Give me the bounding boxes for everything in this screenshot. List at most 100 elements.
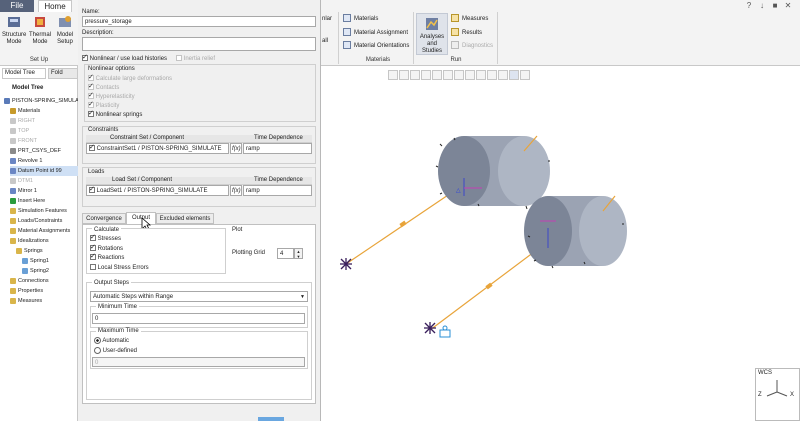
datum-csys-1[interactable]: △ bbox=[456, 178, 482, 196]
tree-item[interactable]: Measures bbox=[10, 296, 84, 306]
constraint-set-check-icon[interactable] bbox=[89, 144, 95, 153]
tab-output[interactable]: Output bbox=[126, 212, 156, 224]
inertia-relief-checkbox[interactable]: Inertia relief bbox=[176, 55, 215, 64]
tree-item[interactable]: Datum Point id 99 bbox=[10, 166, 84, 176]
constraint-symbol-2[interactable] bbox=[424, 322, 436, 334]
folder-tab[interactable]: Fold bbox=[48, 68, 78, 79]
setup-group-label[interactable]: Set Up bbox=[29, 57, 49, 63]
load-set-check-icon[interactable] bbox=[89, 186, 95, 195]
ok-button[interactable] bbox=[258, 417, 284, 421]
view-manager-icon[interactable] bbox=[454, 70, 464, 80]
tree-item[interactable]: Connections bbox=[10, 276, 84, 286]
model-setup-button[interactable]: Model Setup bbox=[54, 14, 76, 52]
tree-item[interactable]: FRONT bbox=[10, 136, 84, 146]
material-assignment-button[interactable]: Material Assignment bbox=[343, 28, 408, 39]
piston-cylinder-1[interactable] bbox=[438, 135, 550, 206]
nonlinear-option[interactable]: Calculate large deformations bbox=[88, 73, 172, 84]
tree-item[interactable]: Material Assignments bbox=[10, 226, 84, 236]
thermal-mode-button[interactable]: Thermal Mode bbox=[28, 14, 52, 52]
diagnostics-button[interactable]: Diagnostics bbox=[451, 41, 493, 52]
nonlinear-option[interactable]: Nonlinear springs bbox=[88, 109, 142, 120]
tree-item[interactable]: Spring2 bbox=[22, 266, 96, 276]
ribbon-separator bbox=[497, 12, 498, 64]
tree-item[interactable]: Loads/Constraints bbox=[10, 216, 84, 226]
radio-user-defined[interactable]: User-defined bbox=[94, 347, 137, 356]
piston-cylinder-2[interactable] bbox=[524, 195, 627, 266]
model-3d-view[interactable]: △ bbox=[322, 66, 800, 421]
plotting-grid-input[interactable]: 4 bbox=[277, 248, 294, 259]
tree-item[interactable]: Insert Here bbox=[10, 196, 84, 206]
tree-item[interactable]: TOP bbox=[10, 126, 84, 136]
results-button[interactable]: Results bbox=[451, 28, 482, 39]
nonlinear-checkbox[interactable]: Nonlinear / use load histories bbox=[82, 53, 167, 64]
annotation-display-icon[interactable] bbox=[487, 70, 497, 80]
tree-item[interactable]: Idealizations bbox=[10, 236, 84, 246]
datum-display-icon[interactable] bbox=[476, 70, 486, 80]
nonlinear-option[interactable]: Contacts bbox=[88, 82, 119, 93]
tree-item[interactable]: RIGHT bbox=[10, 116, 84, 126]
nonlinear-option[interactable]: Plasticity bbox=[88, 100, 120, 111]
tree-item[interactable]: Spring1 bbox=[22, 256, 96, 266]
max-time-input[interactable]: 0 bbox=[92, 357, 305, 367]
calculate-title: Calculate bbox=[92, 227, 122, 233]
repaint-icon[interactable] bbox=[421, 70, 431, 80]
load-symbol[interactable] bbox=[439, 325, 451, 338]
tree-item[interactable]: Springs bbox=[16, 246, 90, 256]
tree-item[interactable]: DTM1 bbox=[10, 176, 84, 186]
restore-icon[interactable]: ■ bbox=[772, 1, 778, 10]
calculate-option[interactable]: Local Stress Errors bbox=[90, 263, 149, 273]
materials-button[interactable]: Materials bbox=[343, 14, 378, 25]
measures-button[interactable]: Measures bbox=[451, 14, 488, 25]
calculate-option[interactable]: Stresses bbox=[90, 233, 121, 244]
hidden-item-2[interactable]: all bbox=[322, 38, 329, 44]
hidden-item-1[interactable]: nlar bbox=[322, 16, 333, 22]
plotting-grid-stepper[interactable]: ▲▼ bbox=[294, 248, 303, 259]
tree-item[interactable]: Properties bbox=[10, 286, 84, 296]
description-input[interactable] bbox=[82, 37, 316, 51]
load-fx-button[interactable]: f(x) bbox=[230, 185, 242, 196]
zoom-in-icon[interactable] bbox=[399, 70, 409, 80]
tree-item-label: Spring1 bbox=[30, 258, 49, 264]
saved-views-icon[interactable] bbox=[443, 70, 453, 80]
close-icon[interactable]: ✕ bbox=[784, 1, 792, 10]
tab-excluded-elements[interactable]: Excluded elements bbox=[156, 213, 214, 224]
analyses-and-studies-button[interactable]: Analyses and Studies bbox=[416, 13, 448, 55]
simulation-display-icon[interactable] bbox=[509, 70, 519, 80]
display-style-icon[interactable] bbox=[432, 70, 442, 80]
calculate-option[interactable]: Rotations bbox=[90, 243, 123, 254]
refit-icon[interactable] bbox=[388, 70, 398, 80]
tree-item[interactable]: Materials bbox=[10, 106, 84, 116]
tab-convergence[interactable]: Convergence bbox=[82, 213, 126, 224]
spring2-line[interactable] bbox=[429, 245, 543, 331]
load-set-row[interactable]: LoadSet1 / PISTON-SPRING_SIMULATE bbox=[86, 185, 229, 196]
tree-item[interactable]: Mirror 1 bbox=[10, 186, 84, 196]
tree-item[interactable]: Revolve 1 bbox=[10, 156, 84, 166]
datum-csys-2[interactable] bbox=[540, 220, 556, 248]
zoom-out-icon[interactable] bbox=[410, 70, 420, 80]
spin-center-icon[interactable] bbox=[498, 70, 508, 80]
perspective-icon[interactable] bbox=[465, 70, 475, 80]
radio-automatic[interactable]: Automatic bbox=[94, 337, 129, 346]
pan-icon[interactable] bbox=[520, 70, 530, 80]
home-tab[interactable]: Home bbox=[38, 0, 72, 12]
nonlinear-option-label: Plasticity bbox=[95, 103, 120, 109]
load-time-select[interactable]: ramp bbox=[243, 185, 312, 196]
constraint-set-row[interactable]: ConstraintSet1 / PISTON-SPRING_SIMULATE bbox=[86, 143, 229, 154]
material-orientations-button[interactable]: Material Orientations bbox=[343, 41, 409, 52]
structure-mode-button[interactable]: Structure Mode bbox=[2, 14, 26, 52]
constraint-fx-button[interactable]: f(x) bbox=[230, 143, 242, 154]
minimize-icon[interactable]: ↓ bbox=[760, 1, 764, 10]
name-input[interactable]: pressure_storage bbox=[82, 16, 316, 27]
output-steps-select[interactable]: Automatic Steps within Range▼ bbox=[90, 291, 308, 302]
constraint-symbol-1[interactable] bbox=[340, 258, 352, 270]
file-tab[interactable]: File bbox=[0, 0, 34, 12]
min-time-input[interactable]: 0 bbox=[92, 313, 305, 324]
tree-item[interactable]: PISTON-SPRING_SIMULATE bbox=[4, 96, 78, 106]
help-icon[interactable]: ? bbox=[746, 1, 752, 10]
nonlinear-option[interactable]: Hyperelasticity bbox=[88, 91, 135, 102]
constraint-time-select[interactable]: ramp bbox=[243, 143, 312, 154]
calculate-option[interactable]: Reactions bbox=[90, 252, 124, 263]
tree-item[interactable]: PRT_CSYS_DEF bbox=[10, 146, 84, 156]
tree-item[interactable]: Simulation Features bbox=[10, 206, 84, 216]
model-tree-tab[interactable]: Model Tree bbox=[2, 68, 46, 79]
